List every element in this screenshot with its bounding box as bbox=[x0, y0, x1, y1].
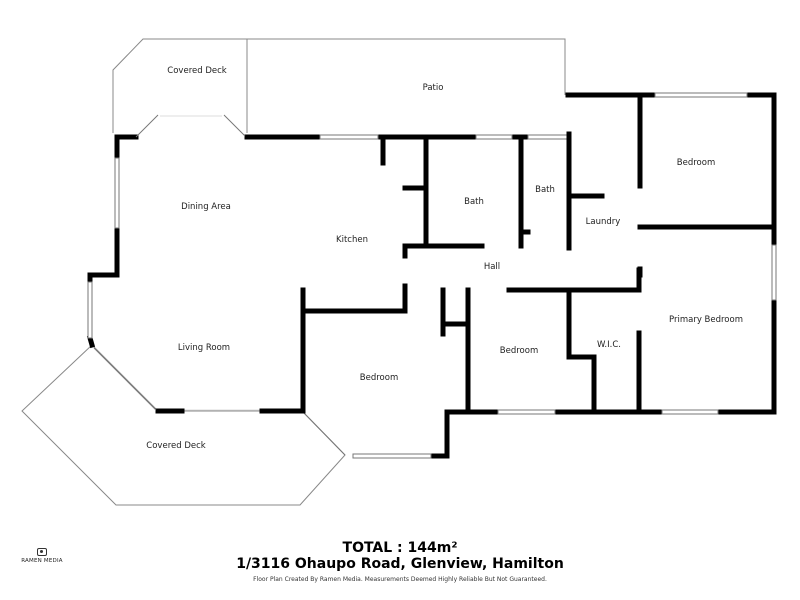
room-label: Bedroom bbox=[359, 373, 399, 383]
windows bbox=[87, 92, 777, 459]
ramen-media-logo: RAMEN MEDIA bbox=[18, 548, 66, 564]
room-label: Kitchen bbox=[336, 235, 368, 245]
room-label: Patio bbox=[422, 83, 444, 93]
covered-deck-top-outline bbox=[112, 38, 248, 133]
room-label: Bedroom bbox=[676, 158, 716, 168]
room-label: Hall bbox=[483, 262, 501, 272]
room-label: Living Room bbox=[177, 343, 231, 353]
camera-icon bbox=[37, 548, 47, 556]
patio-outline bbox=[246, 38, 566, 133]
total-area: TOTAL : 144m² bbox=[342, 540, 458, 556]
exterior-walls bbox=[86, 92, 777, 459]
room-label: Covered Deck bbox=[146, 441, 206, 451]
room-label: Covered Deck bbox=[167, 66, 227, 76]
room-label: W.I.C. bbox=[597, 340, 621, 350]
room-label: Bedroom bbox=[499, 346, 539, 356]
room-label: Bath bbox=[535, 185, 555, 195]
property-address: 1/3116 Ohaupo Road, Glenview, Hamilton bbox=[236, 556, 564, 572]
logo-text: RAMEN MEDIA bbox=[21, 558, 63, 564]
room-label: Dining Area bbox=[181, 202, 231, 212]
interior-walls bbox=[300, 94, 775, 415]
room-label: Laundry bbox=[585, 217, 621, 227]
covered-deck-bottom-outline bbox=[21, 344, 346, 506]
disclaimer: Floor Plan Created By Ramen Media. Measu… bbox=[253, 576, 547, 583]
room-label: Primary Bedroom bbox=[669, 315, 743, 325]
room-label: Bath bbox=[464, 197, 484, 207]
